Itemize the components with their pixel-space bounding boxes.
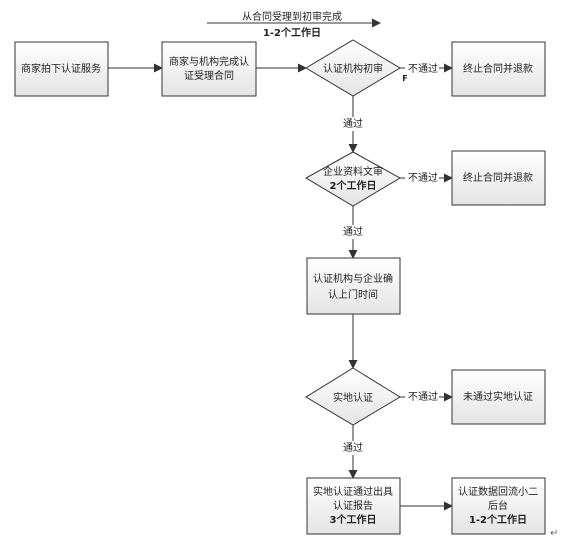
edge-label-fail-1: 不通过: [408, 62, 438, 75]
node-doc-review-line1: 企业资料文审: [323, 165, 383, 178]
node-terminate-2-label: 终止合同并退款: [463, 171, 533, 184]
node-onsite-cert-label: 实地认证: [333, 391, 373, 404]
node-accept-contract-line1: 商家与机构完成认: [169, 55, 249, 68]
edge-label-fail-3: 不通过: [408, 390, 438, 403]
node-not-passed: 未通过实地认证: [451, 369, 546, 425]
node-initial-review: 认证机构初审: [305, 39, 401, 97]
node-confirm-time-line2: 认上门时间: [328, 288, 378, 301]
edge-label-fail-2: 不通过: [408, 171, 438, 184]
node-data-return-line2: 后台: [488, 499, 508, 512]
node-accept-contract: 商家与机构完成认 证受理合同: [161, 41, 257, 97]
header-line1: 从合同受理到初审完成: [242, 10, 342, 23]
node-buy-service: 商家拍下认证服务: [14, 41, 109, 97]
node-data-return: 认证数据回流小二 后台 1-2个工作日: [451, 477, 546, 535]
node-issue-report-line1: 实地认证通过出具: [313, 485, 393, 498]
node-issue-report: 实地认证通过出具 认证报告 3个工作日: [306, 477, 401, 535]
node-not-passed-label: 未通过实地认证: [463, 390, 533, 403]
node-onsite-cert: 实地认证: [305, 367, 401, 426]
node-issue-report-line3: 3个工作日: [330, 513, 377, 526]
node-issue-report-line2: 认证报告: [333, 499, 373, 512]
edge-label-pass-3: 通过: [343, 441, 363, 454]
node-confirm-time-line1: 认证机构与企业确: [313, 272, 393, 285]
node-initial-review-label: 认证机构初审: [323, 62, 383, 75]
node-data-return-line1: 认证数据回流小二: [458, 485, 538, 498]
node-data-return-line3: 1-2个工作日: [469, 513, 527, 526]
node-terminate-1: 终止合同并退款: [451, 41, 546, 97]
node-doc-review-line2: 2个工作日: [330, 179, 377, 192]
node-accept-contract-line2: 证受理合同: [184, 69, 234, 82]
header-line2: 1-2个工作日: [263, 26, 321, 39]
edge-label-pass-1: 通过: [343, 117, 363, 130]
paragraph-end-mark: ↵: [550, 528, 558, 538]
node-doc-review: 企业资料文审 2个工作日: [304, 151, 402, 207]
node-buy-service-label: 商家拍下认证服务: [21, 62, 101, 75]
edge-label-pass-2: 通过: [343, 225, 363, 238]
node-confirm-time: 认证机构与企业确 认上门时间: [306, 257, 401, 315]
node-terminate-2: 终止合同并退款: [451, 150, 546, 206]
node-terminate-1-label: 终止合同并退款: [463, 62, 533, 75]
edge-label-marker-f: F: [402, 74, 407, 83]
